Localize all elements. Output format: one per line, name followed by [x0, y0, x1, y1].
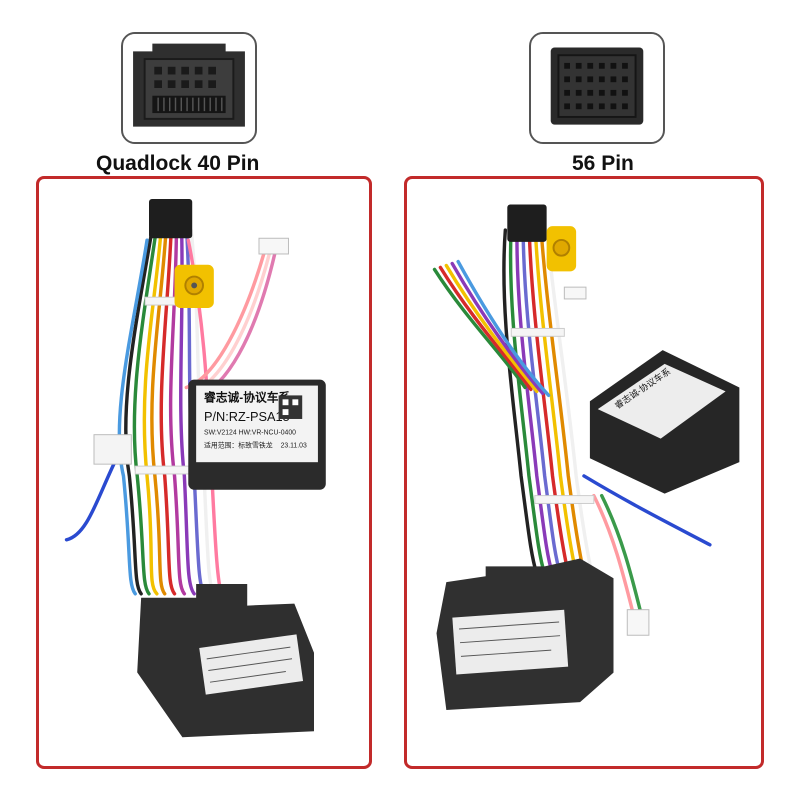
svg-text:23.11.03: 23.11.03 — [281, 442, 307, 449]
can-decoder-module: 睿志诚-协议车系 P/N:RZ-PSA15 SW:V2124 HW:VR-NCU… — [188, 379, 326, 490]
svg-text:适用范围：标致雪铁龙: 适用范围：标致雪铁龙 — [204, 440, 273, 449]
svg-text:睿志诚-协议车系: 睿志诚-协议车系 — [204, 390, 291, 404]
56-pin-harness-image: 睿志诚-协议车系 — [432, 204, 740, 710]
can-decoder-module-right: 睿志诚-协议车系 — [589, 350, 740, 494]
svg-text:P/N:RZ-PSA15: P/N:RZ-PSA15 — [204, 409, 290, 424]
quadlock-connector-thumbnail — [121, 32, 257, 144]
56-pin-connector-thumbnail — [529, 32, 665, 144]
quadlock-harness-image: 睿志诚-协议车系 P/N:RZ-PSA15 SW:V2124 HW:VR-NCU… — [64, 198, 326, 738]
quadlock-caption: Quadlock 40 Pin — [96, 152, 260, 175]
56-pin-harness-panel: 睿志诚-协议车系 — [404, 176, 764, 769]
quadlock-harness-panel: 睿志诚-协议车系 P/N:RZ-PSA15 SW:V2124 HW:VR-NCU… — [36, 176, 372, 769]
56-pin-caption: 56 Pin — [572, 152, 634, 175]
svg-text:SW:V2124 HW:VR-NCU-0400: SW:V2124 HW:VR-NCU-0400 — [204, 430, 296, 437]
